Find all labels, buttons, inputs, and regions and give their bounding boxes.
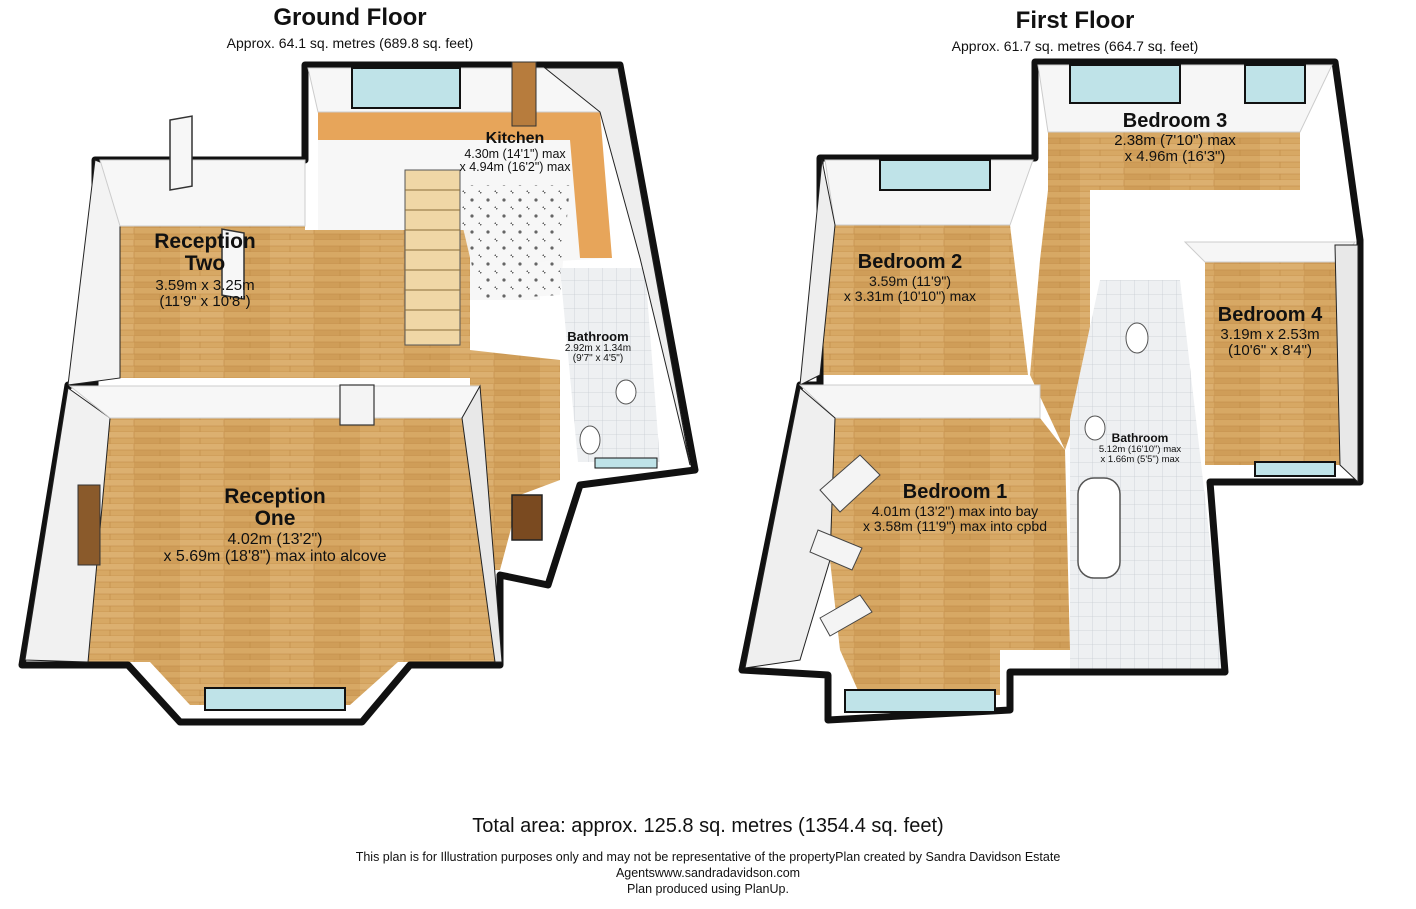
reception-two-name2: Two (184, 252, 226, 276)
reception-one-right-wall (461, 384, 503, 663)
first-floor (738, 58, 1364, 724)
reception-two-name1: Reception (154, 230, 256, 253)
back-door (511, 61, 537, 127)
bath-tub (1077, 477, 1121, 579)
first-floor-outer-wall (738, 58, 1364, 724)
kitchen-name: Kitchen (485, 130, 545, 147)
patio-door-right (221, 228, 245, 300)
bedroom-1-label: Bedroom 1 4.01m (13'2") max into bay x 3… (835, 481, 1075, 534)
reception-two-floor (120, 226, 305, 378)
wardrobe-door-1 (819, 454, 881, 513)
bedroom-2-label: Bedroom 2 3.59m (11'9") x 3.31m (10'10")… (820, 251, 1000, 304)
bedroom-3-dim2: x 4.96m (16'3") (1124, 147, 1226, 165)
bedroom-4-label: Bedroom 4 3.19m x 2.53m (10'6" x 8'4") (1195, 304, 1345, 359)
ground-floor (18, 61, 699, 726)
bedroom-3-name: Bedroom 3 (1122, 110, 1228, 132)
kitchen-dim2: x 4.94m (16'2") max (459, 160, 571, 175)
ground-bathroom-toilet (579, 425, 601, 455)
agents-text: Agentswww.sandradavidson.com (615, 866, 801, 880)
bedroom-1-floor (830, 418, 1070, 695)
kitchen-window (351, 67, 461, 109)
bedroom-2-left-wall (799, 159, 836, 386)
reception-one-dim1: 4.02m (13'2") (227, 531, 323, 549)
reception-one-back-wall (68, 385, 481, 419)
first-bathroom-basin (1084, 415, 1106, 441)
bedroom-3-dim1: 2.38m (7'10") max (1114, 131, 1236, 149)
kitchen-tiles (405, 185, 570, 300)
reception-one-floor (88, 418, 495, 705)
bedroom-2-dim1: 3.59m (11'9") (868, 272, 952, 289)
bedroom-1-back-wall (798, 384, 1041, 419)
first-floor-title: First Floor (1015, 7, 1135, 34)
wardrobe-door-3 (819, 594, 873, 637)
kitchen-worktop (318, 112, 612, 258)
reception-one-label: Reception One 4.02m (13'2") x 5.69m (18'… (120, 485, 430, 566)
first-bathroom-dim2: x 1.66m (5'5") max (1100, 453, 1180, 465)
hallway-floor (305, 230, 560, 570)
bedroom-3-window-left (1069, 64, 1181, 104)
kitchen-right-wall (543, 67, 691, 466)
front-door (511, 494, 543, 541)
kitchen-dim1: 4.30m (14'1") max (464, 146, 566, 161)
reception-two-label: Reception Two 3.59m x 3.25m (11'9" x 10'… (120, 230, 290, 310)
bedroom-4-dim2: (10'6" x 8'4") (1228, 341, 1312, 359)
reception-one-name1: Reception (224, 485, 326, 508)
bedroom-4-name: Bedroom 4 (1217, 304, 1323, 326)
ground-bathroom-window (594, 457, 658, 469)
produced-text: Plan produced using PlanUp. (627, 882, 789, 896)
first-bathroom-toilet (1125, 322, 1149, 354)
wardrobe-door-2 (809, 529, 863, 571)
reception-two-back-wall (99, 159, 306, 227)
reception-two-dim2: (11'9" x 10'8") (159, 292, 251, 310)
reception-one-dim2: x 5.69m (18'8") max into alcove (163, 547, 387, 565)
bedroom-1-name: Bedroom 1 (902, 481, 1008, 503)
ground-bathroom-dim2: (9'7" x 4'5") (572, 353, 624, 365)
ground-floor-title: Ground Floor (273, 4, 427, 31)
bedroom-3-label: Bedroom 3 2.38m (7'10") max x 4.96m (16'… (1090, 110, 1260, 165)
patio-door-left (169, 115, 193, 191)
first-floor-area: Approx. 61.7 sq. metres (664.7 sq. feet) (951, 38, 1199, 54)
bedroom-4-right-wall (1334, 244, 1359, 484)
bedroom-2-dim2: x 3.31m (10'10") max (843, 287, 977, 304)
staircase (404, 169, 461, 346)
ground-bathroom-name: Bathroom (567, 329, 629, 344)
bedroom-4-floor (1205, 262, 1340, 465)
bedroom-2-floor (820, 225, 1028, 375)
bay-window (204, 687, 346, 711)
ground-floor-area: Approx. 64.1 sq. metres (689.8 sq. feet) (226, 35, 474, 51)
bedroom-4-back-wall (1183, 241, 1356, 263)
bedroom-1-window (844, 689, 996, 713)
bedroom-2-window (879, 159, 991, 191)
landing-floor (1030, 190, 1090, 450)
ground-bathroom-basin (615, 379, 637, 405)
first-bathroom-label: Bathroom 5.12m (16'10") max x 1.66m (5'5… (1085, 432, 1195, 465)
total-area: Total area: approx. 125.8 sq. metres (13… (472, 815, 944, 837)
bedroom-4-window (1254, 461, 1336, 477)
ground-bathroom-dim1: 2.92m x 1.34m (564, 342, 632, 354)
reception-one-fireplace (77, 484, 101, 566)
disclaimer-text: This plan is for Illustration purposes o… (355, 850, 1061, 864)
bedroom-1-dim2: x 3.58m (11'9") max into cpbd (862, 517, 1048, 534)
reception-one-name2: One (254, 507, 296, 531)
bedroom-3-window-right (1244, 64, 1306, 104)
first-bathroom-dim1: 5.12m (16'10") max (1098, 443, 1182, 455)
reception-two-dim1: 3.59m x 3.25m (155, 277, 255, 295)
ground-bathroom-floor (560, 268, 660, 462)
reception-one-left-wall (24, 387, 111, 663)
bedroom-4-dim1: 3.19m x 2.53m (1220, 325, 1320, 343)
kitchen-label: Kitchen 4.30m (14'1") max x 4.94m (16'2"… (420, 130, 610, 175)
bedroom-3-floor (1048, 132, 1300, 190)
first-bathroom-name: Bathroom (1111, 431, 1169, 445)
bedroom-1-left-wall (744, 387, 836, 669)
bedroom-1-dim1: 4.01m (13'2") max into bay (871, 502, 1039, 519)
ground-bathroom-label: Bathroom 2.92m x 1.34m (9'7" x 4'5") (548, 330, 648, 365)
reception-one-door (339, 384, 375, 426)
bedroom-2-name: Bedroom 2 (857, 251, 963, 273)
